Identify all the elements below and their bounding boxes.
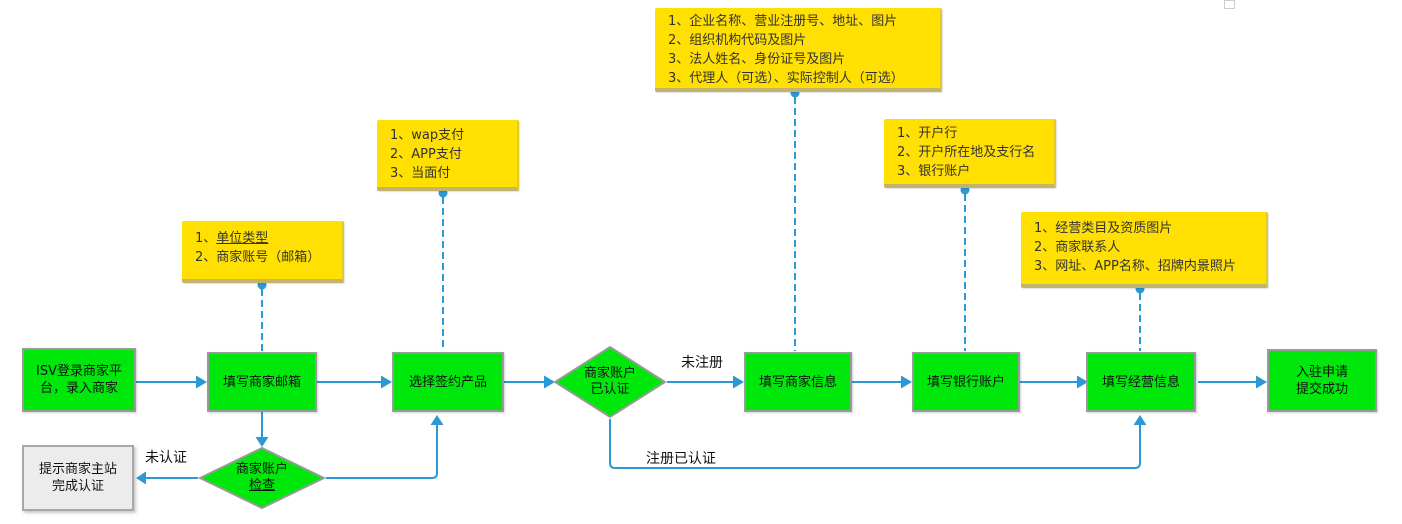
node-label: 选择签约产品 xyxy=(408,374,487,390)
diamond-shape xyxy=(553,345,667,419)
node-label: 填写经营信息 xyxy=(1101,374,1180,390)
decision-line1: 商家账户 xyxy=(583,366,636,381)
note-business-fields: 1、经营类目及资质图片 2、商家联系人 3、网址、APP名称、招牌内景照片 xyxy=(1021,212,1268,288)
note-sign-products: 1、wap支付 2、APP支付 3、当面付 xyxy=(377,120,519,191)
node-label: 填写商家信息 xyxy=(758,374,837,390)
node-notice-main-site: 提示商家主站 完成认证 xyxy=(22,445,134,511)
arrowhead-to-info xyxy=(733,375,744,389)
node-label: 提示商家主站 完成认证 xyxy=(38,462,117,494)
decision-line2: 已认证 xyxy=(590,382,630,397)
note-line: 2、APP支付 xyxy=(390,147,462,162)
arrowhead-to-bank xyxy=(901,375,912,389)
node-label: 入驻申请 提交成功 xyxy=(1295,364,1348,397)
note-line: 3、法人姓名、身份证号及图片 xyxy=(668,52,846,67)
node-label: ISV登录商家平台，录入商家 xyxy=(36,364,122,396)
note-line: 3、当面付 xyxy=(390,166,451,181)
note-line-prefix: 1、 xyxy=(195,231,217,246)
note-bank-fields: 1、开户行 2、开户所在地及支行名 3、银行账户 xyxy=(884,119,1056,188)
node-fill-bank-account: 填写银行账户 xyxy=(912,352,1020,412)
note-line: 1、开户行 xyxy=(897,126,958,141)
note-company-info: 1、企业名称、营业注册号、地址、图片 2、组织机构代码及图片 3、法人姓名、身份… xyxy=(655,8,942,92)
node-submit-success: 入驻申请 提交成功 xyxy=(1267,349,1377,412)
arrowhead-to-product xyxy=(381,375,392,389)
node-fill-email: 填写商家邮箱 xyxy=(207,352,317,412)
note-line: 2、商家联系人 xyxy=(1034,240,1121,255)
note-line: 3、代理人（可选）、实际控制人（可选） xyxy=(668,71,904,86)
arrowhead-to-notice xyxy=(136,471,146,485)
edge-label-not-verified: 未认证 xyxy=(145,450,187,466)
node-fill-merchant-info: 填写商家信息 xyxy=(744,352,852,412)
edge-label-not-registered: 未注册 xyxy=(681,355,723,371)
note-line: 3、网址、APP名称、招牌内景照片 xyxy=(1034,259,1236,274)
node-label: 填写银行账户 xyxy=(926,374,1005,390)
decision-label: 商家账户 检查 xyxy=(198,446,326,510)
decision-line1: 商家账户 xyxy=(235,462,288,477)
edge-label-registered-verified: 注册已认证 xyxy=(646,451,716,467)
decision-line2: 检查 xyxy=(248,478,275,493)
decision-label: 商家账户 已认证 xyxy=(553,345,667,419)
node-fill-business-info: 填写经营信息 xyxy=(1086,352,1196,412)
note-line: 1、企业名称、营业注册号、地址、图片 xyxy=(668,14,898,29)
selection-handle xyxy=(1224,0,1235,9)
note-line: 1、wap支付 xyxy=(390,128,465,143)
note-line: 2、开户所在地及支行名 xyxy=(897,145,1036,160)
diamond-shape xyxy=(198,446,326,510)
node-label: 填写商家邮箱 xyxy=(222,374,301,390)
node-isv-login: ISV登录商家平台，录入商家 xyxy=(22,348,136,412)
note-line: 3、银行账户 xyxy=(897,164,971,179)
arrowhead-up-product xyxy=(430,415,444,425)
note-line: 1、单位类型 xyxy=(195,229,342,248)
decision-account-verified: 商家账户 已认证 xyxy=(553,345,667,419)
note-line: 1、经营类目及资质图片 xyxy=(1034,221,1173,236)
note-unit-type: 1、单位类型 2、商家账号（邮箱） xyxy=(182,221,344,283)
note-line: 2、组织机构代码及图片 xyxy=(668,33,807,48)
edge-diamond2-product xyxy=(326,425,438,479)
decision-account-check: 商家账户 检查 xyxy=(198,446,326,510)
arrowhead-up-business xyxy=(1133,415,1147,425)
arrowhead-to-email xyxy=(196,375,207,389)
note-line: 2、商家账号（邮箱） xyxy=(195,250,321,265)
note-line-underlined: 单位类型 xyxy=(216,231,269,246)
node-select-product: 选择签约产品 xyxy=(392,352,504,412)
arrowhead-to-success xyxy=(1256,375,1267,389)
